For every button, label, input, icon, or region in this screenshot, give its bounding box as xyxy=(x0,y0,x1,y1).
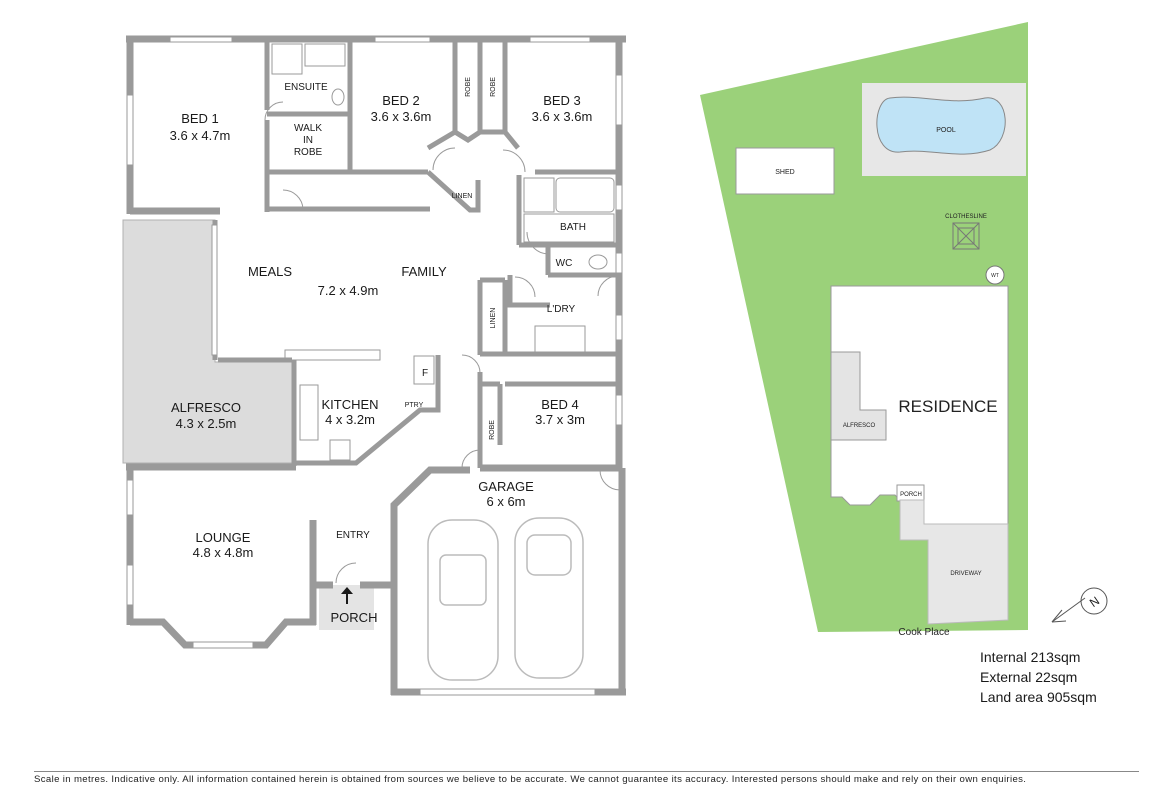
ensuite-toilet xyxy=(331,88,345,106)
family-size: 7.2 x 4.9m xyxy=(318,283,379,298)
entry-label: ENTRY xyxy=(336,530,370,541)
ensuite-vanity xyxy=(304,43,346,67)
car-right xyxy=(514,517,584,679)
north-label: N xyxy=(1087,594,1102,610)
windows xyxy=(126,36,623,696)
laundry-linen-label: LINEN xyxy=(490,308,497,329)
bed4-size: 3.7 x 3m xyxy=(535,412,585,427)
shed xyxy=(735,147,835,195)
bed2-size: 3.6 x 3.6m xyxy=(371,109,432,124)
bed2-label: BED 2 xyxy=(382,93,420,108)
porch-label: PORCH xyxy=(331,610,378,625)
garage-label: GARAGE xyxy=(478,479,534,494)
residence-alfresco xyxy=(830,351,887,441)
clothesline-label: CLOTHESLINE xyxy=(945,214,987,220)
kitchen-island xyxy=(284,349,381,361)
land-area: Land area 905sqm xyxy=(980,689,1097,705)
fixtures xyxy=(271,43,615,461)
bed3-robe-label: ROBE xyxy=(490,77,497,97)
wc-toilet xyxy=(588,254,608,270)
interior-walls xyxy=(212,40,618,468)
kitchen-label: KITCHEN xyxy=(321,397,378,412)
bed4-label: BED 4 xyxy=(541,397,579,412)
kitchen-cooktop xyxy=(329,439,351,461)
area-summary: Internal 213sqm External 22sqm Land area… xyxy=(980,647,1097,707)
wc-label: WC xyxy=(556,258,573,269)
kitchen-size: 4 x 3.2m xyxy=(325,412,375,427)
street-label: Cook Place xyxy=(898,627,950,638)
driveway xyxy=(899,499,1009,625)
pool xyxy=(876,96,1006,155)
external-area: External 22sqm xyxy=(980,669,1078,685)
residence-label: RESIDENCE xyxy=(898,397,997,416)
site-plan: POOL SHED CLOTHESLINE WT RESIDENCE ALFRE… xyxy=(700,22,1108,638)
bathtub xyxy=(555,177,615,213)
ensuite-shower xyxy=(271,43,303,75)
arrow-up-icon xyxy=(341,587,353,604)
clothesline-icon xyxy=(952,222,980,250)
car-left xyxy=(427,519,499,681)
site-alfresco-label: ALFRESCO xyxy=(843,423,876,429)
meals-label: MEALS xyxy=(248,264,292,279)
wir-label-2: IN xyxy=(303,135,313,146)
fridge xyxy=(413,355,435,385)
bed3-size: 3.6 x 3.6m xyxy=(532,109,593,124)
bed1-size: 3.6 x 4.7m xyxy=(170,128,231,143)
shed-label: SHED xyxy=(775,169,794,176)
alfresco-size: 4.3 x 2.5m xyxy=(176,416,237,431)
fridge-label: F xyxy=(422,368,428,379)
bath-shower xyxy=(523,177,555,213)
north-arrow-icon xyxy=(1051,587,1108,623)
bath-vanity xyxy=(523,213,615,243)
wir-label-1: WALK xyxy=(294,123,322,134)
water-tank-icon xyxy=(985,265,1005,285)
door-swings xyxy=(264,101,621,584)
site-porch-label: PORCH xyxy=(900,492,922,498)
laundry-tub xyxy=(534,325,586,353)
garage-size: 6 x 6m xyxy=(486,494,525,509)
lounge-size: 4.8 x 4.8m xyxy=(193,545,254,560)
footer-divider xyxy=(34,771,1139,772)
ensuite-label: ENSUITE xyxy=(284,82,328,93)
pool-label: POOL xyxy=(936,127,956,134)
alfresco-label: ALFRESCO xyxy=(171,400,241,415)
bath-label: BATH xyxy=(560,222,586,233)
lounge-label: LOUNGE xyxy=(196,530,251,545)
bed1-label: BED 1 xyxy=(181,111,219,126)
driveway-label: DRIVEWAY xyxy=(950,571,981,577)
bed2-robe-label: ROBE xyxy=(465,77,472,97)
water-tank-label: WT xyxy=(991,273,999,279)
family-label: FAMILY xyxy=(401,264,447,279)
laundry-label: L'DRY xyxy=(547,304,576,315)
hall-linen-label: LINEN xyxy=(452,193,473,200)
wir-label-3: ROBE xyxy=(294,147,323,158)
bed3-label: BED 3 xyxy=(543,93,581,108)
pantry-label: PTRY xyxy=(405,402,424,409)
garage-cars xyxy=(427,517,584,681)
internal-area: Internal 213sqm xyxy=(980,649,1081,665)
bed4-robe-label: ROBE xyxy=(489,420,496,440)
kitchen-bench xyxy=(299,384,319,441)
disclaimer: Scale in metres. Indicative only. All in… xyxy=(34,774,1027,785)
